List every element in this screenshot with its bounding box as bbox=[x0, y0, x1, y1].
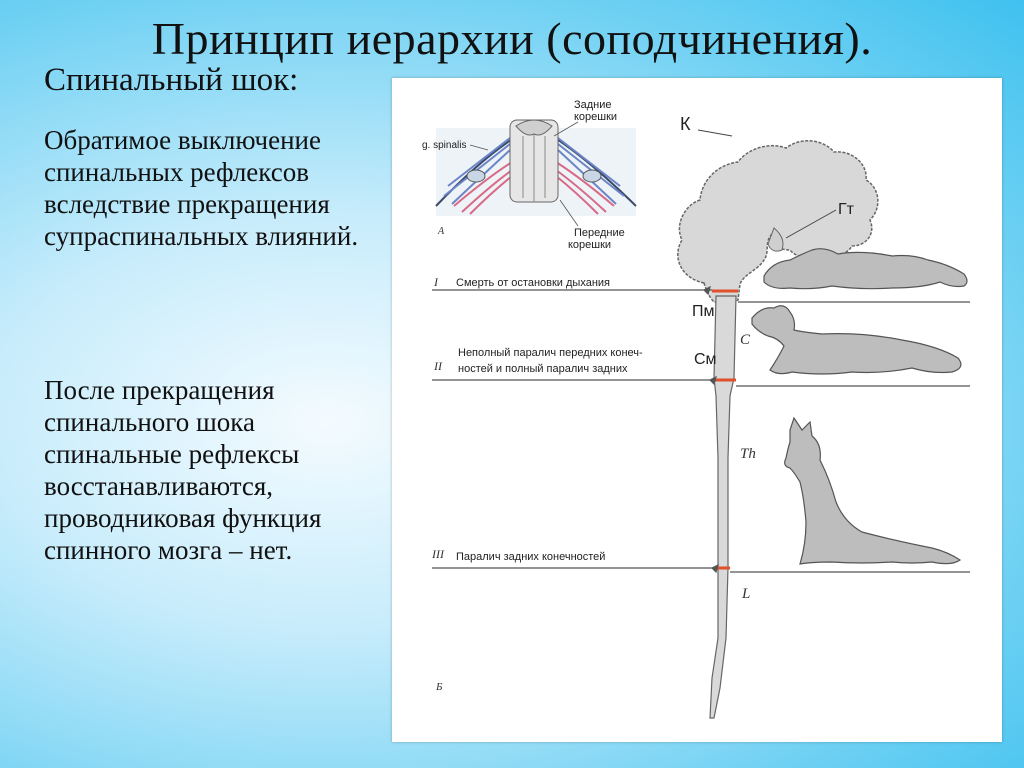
slide-subtitle: Спинальный шок: bbox=[44, 62, 299, 98]
transection-II-text-1: Неполный паралич передних конеч- bbox=[458, 347, 643, 359]
paragraph-recovery: После прекращения спинального шока спина… bbox=[44, 375, 322, 565]
anterior-roots-label-2: корешки bbox=[568, 239, 611, 251]
dog-sitting bbox=[784, 416, 962, 565]
posterior-roots-label-2: корешки bbox=[574, 111, 617, 123]
transection-lines bbox=[432, 285, 970, 574]
cortex-label: К bbox=[680, 114, 691, 134]
transection-cuts bbox=[712, 289, 738, 570]
ganglion-right bbox=[582, 169, 602, 183]
brain bbox=[677, 140, 879, 304]
hypothalamus-label: Гт bbox=[838, 201, 855, 218]
transection-I-text: Смерть от остановки дыхания bbox=[456, 277, 610, 289]
lumbar-label: L bbox=[741, 586, 750, 602]
cns-hierarchy-figure: g. spinalis Задние корешки Передние коре… bbox=[422, 99, 970, 719]
paragraph-definition: Обратимое выключение спинальных рефлексо… bbox=[44, 125, 359, 251]
figure-letter: Б bbox=[435, 681, 443, 693]
dog-lying-flat bbox=[763, 248, 968, 290]
midbrain-label: См bbox=[694, 351, 717, 368]
ganglion-left bbox=[466, 169, 486, 183]
hypothalamus bbox=[767, 227, 784, 252]
transection-III-numeral: III bbox=[431, 547, 445, 561]
figure-panel: g. spinalis Задние корешки Передние коре… bbox=[392, 78, 1002, 742]
posterior-roots-label-1: Задние bbox=[574, 99, 612, 111]
cervical-label: C bbox=[740, 332, 751, 348]
transection-III-text: Паралич задних конечностей bbox=[456, 551, 605, 563]
thoracic-label: Th bbox=[740, 446, 756, 462]
ganglion-label: g. spinalis bbox=[422, 140, 466, 151]
dog-front-raised bbox=[751, 305, 962, 375]
medulla-label: Пм bbox=[692, 303, 715, 320]
transection-I-numeral: I bbox=[433, 275, 439, 289]
anterior-roots bbox=[453, 161, 615, 215]
slide-title: Принцип иерархии (соподчинения). bbox=[151, 13, 873, 64]
spinal-cord bbox=[709, 295, 737, 719]
inset-letter: А bbox=[437, 226, 445, 237]
transection-II-numeral: II bbox=[433, 359, 443, 373]
transection-II-text-2: ностей и полный паралич задних bbox=[458, 363, 628, 375]
spinal-cord-cross-section bbox=[435, 119, 637, 216]
anterior-roots-label-1: Передние bbox=[574, 227, 625, 239]
